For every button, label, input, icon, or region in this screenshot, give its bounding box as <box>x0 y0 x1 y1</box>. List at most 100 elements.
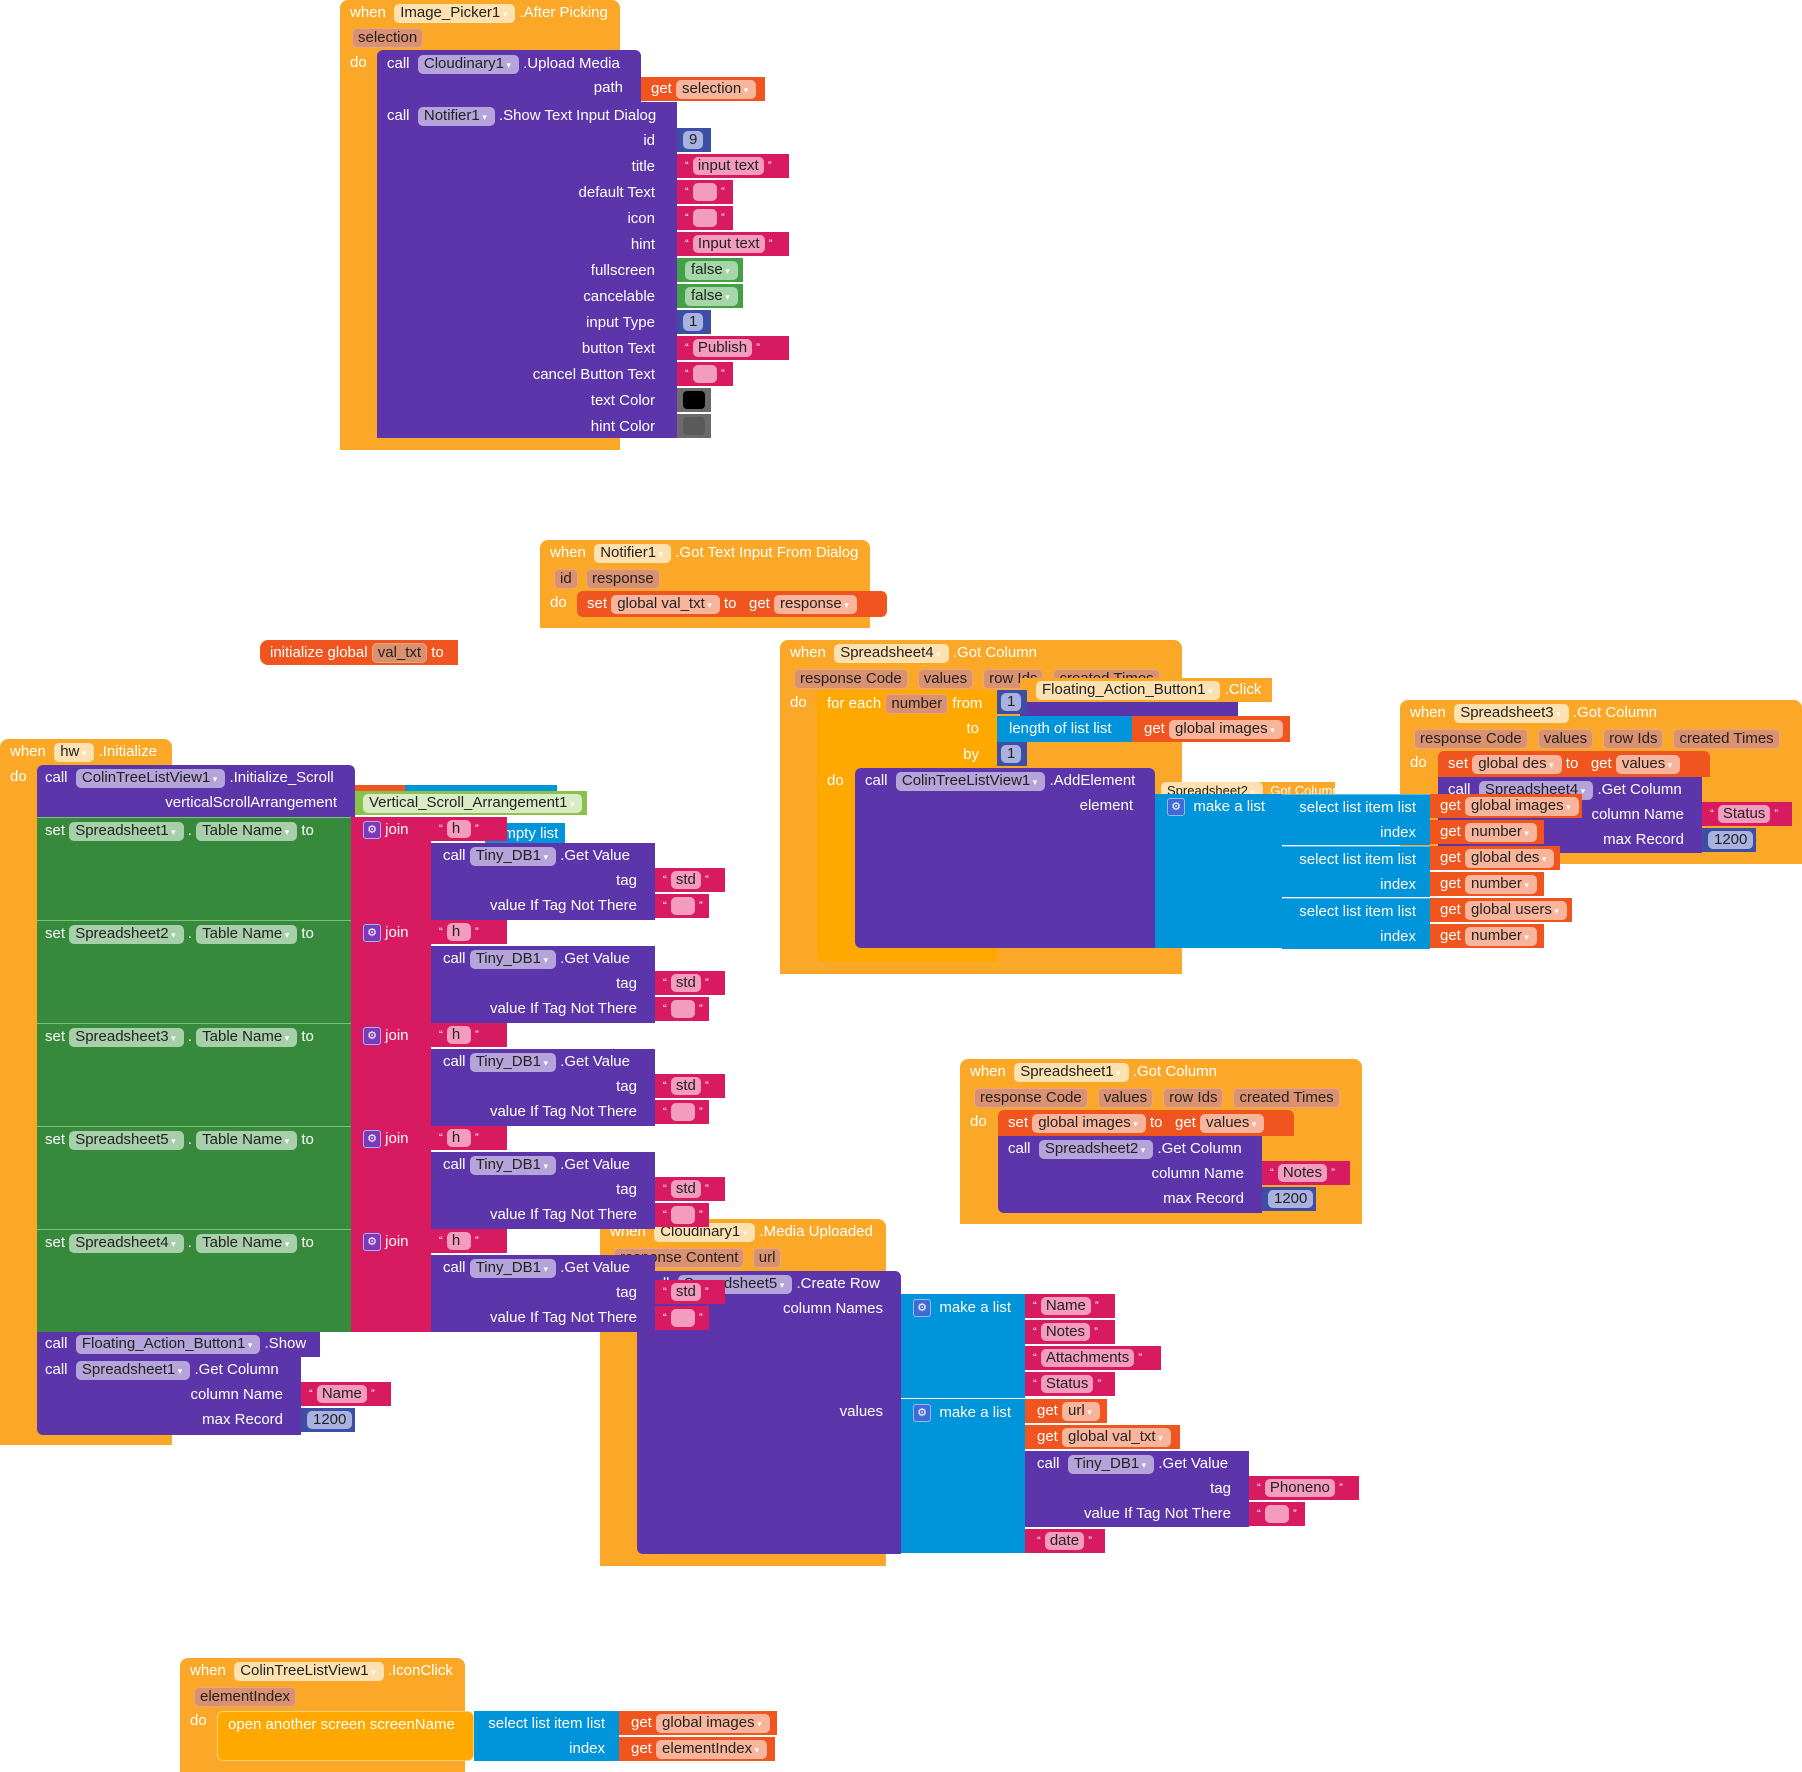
text-field[interactable] <box>670 1309 695 1328</box>
text-field[interactable]: Status <box>1040 1375 1094 1394</box>
component-dropdown[interactable]: Notifier1 <box>594 544 672 563</box>
event-notifier-got-text[interactable]: when Notifier1 .Got Text Input From Dial… <box>540 540 870 628</box>
logic-dropdown[interactable]: false <box>685 287 738 306</box>
var-dropdown[interactable]: global des <box>1465 849 1555 868</box>
component-dropdown[interactable]: ColinTreeListView1 <box>234 1662 384 1681</box>
call-tinydb-get-value-phoneno[interactable]: call Tiny_DB1 .Get Value tag value If Ta… <box>1025 1451 1249 1527</box>
text-notes[interactable]: “ Notes ” <box>1262 1161 1350 1185</box>
color-block[interactable] <box>677 414 711 438</box>
get-url[interactable]: get url <box>1025 1399 1107 1423</box>
var-dropdown[interactable]: number <box>1465 823 1537 842</box>
event-param[interactable]: row Ids <box>1603 729 1664 749</box>
event-param[interactable]: values <box>917 669 974 689</box>
text-block[interactable]: “ ” <box>677 180 733 204</box>
join-block[interactable]: ⚙ join <box>351 920 431 1023</box>
var-dropdown[interactable]: number <box>1465 927 1537 946</box>
number-block[interactable]: 1 <box>677 310 711 334</box>
text-column-name[interactable]: “ Name ” <box>1025 1294 1115 1318</box>
get-index[interactable]: get number <box>1430 872 1544 896</box>
text-field[interactable]: h <box>446 1026 471 1045</box>
logic-dropdown[interactable]: false <box>685 261 738 280</box>
text-field[interactable]: input text <box>692 157 764 176</box>
set-global-des[interactable]: set global des to get values <box>1438 751 1710 777</box>
set-global-val-txt[interactable]: set global val_txt to get response <box>577 591 887 617</box>
text-field[interactable]: std <box>670 871 701 890</box>
event-param[interactable]: response Code <box>1414 729 1528 749</box>
number-field[interactable]: 1200 <box>1268 1190 1314 1208</box>
text-field[interactable]: std <box>670 1077 701 1096</box>
var-dropdown[interactable]: global users <box>1465 901 1567 920</box>
get-global-val-txt[interactable]: get global val_txt <box>1025 1425 1180 1449</box>
set-property-block[interactable]: set Spreadsheet4 . Table Name to <box>37 1229 351 1332</box>
component-dropdown[interactable]: Spreadsheet1 <box>75 1361 191 1380</box>
select-list-item[interactable]: select list item list index <box>474 1711 619 1761</box>
text-column-name[interactable]: “ Status ” <box>1025 1372 1115 1396</box>
component-dropdown[interactable]: Tiny_DB1 <box>469 1053 557 1072</box>
component-dropdown[interactable]: Floating_Action_Button1 <box>75 1335 261 1354</box>
event-fab-click-hidden[interactable]: Floating_Action_Button1 .Click <box>1020 678 1272 702</box>
text-block[interactable]: “ Input text ” <box>677 232 789 256</box>
component-dropdown[interactable]: ColinTreeListView1 <box>895 772 1046 791</box>
text-block[interactable]: “ Publish ” <box>677 336 789 360</box>
param-selection[interactable]: selection <box>352 28 424 48</box>
var-dropdown[interactable]: number <box>1465 875 1537 894</box>
text-field[interactable]: std <box>670 974 701 993</box>
text-name[interactable]: “ Name ” <box>301 1382 391 1406</box>
call-show-text-input-dialog[interactable]: call Notifier1 .Show Text Input Dialog i… <box>377 102 677 438</box>
text-field[interactable]: Name <box>1040 1297 1091 1316</box>
var-dropdown[interactable]: values <box>1200 1114 1265 1133</box>
text-std[interactable]: “ std ” <box>655 1280 725 1304</box>
component-dropdown[interactable]: Notifier1 <box>417 107 495 126</box>
var-dropdown[interactable]: selection <box>676 80 757 99</box>
text-h[interactable]: “ h ” <box>431 920 507 944</box>
text-empty[interactable]: “ ” <box>655 997 709 1021</box>
event-param[interactable]: created Times <box>1233 1088 1340 1108</box>
vertical-scroll-arrangement-block[interactable]: Vertical_Scroll_Arrangement1 <box>355 791 587 815</box>
text-field[interactable] <box>692 183 717 202</box>
component-dropdown[interactable]: Vertical_Scroll_Arrangement1 <box>363 794 583 813</box>
text-field[interactable]: Publish <box>692 339 753 358</box>
global-name-field[interactable]: val_txt <box>371 643 428 663</box>
text-phoneno[interactable]: “ Phoneno ” <box>1249 1476 1359 1500</box>
component-dropdown[interactable]: hw <box>54 743 95 762</box>
set-property-block[interactable]: set Spreadsheet2 . Table Name to <box>37 920 351 1023</box>
component-dropdown[interactable]: Spreadsheet3 <box>1454 704 1569 723</box>
property-dropdown[interactable]: Table Name <box>196 1234 298 1253</box>
text-field[interactable]: std <box>670 1180 701 1199</box>
get-index[interactable]: get number <box>1430 924 1544 948</box>
text-column-name[interactable]: “ Notes ” <box>1025 1320 1115 1344</box>
component-dropdown[interactable]: Cloudinary1 <box>654 1223 756 1242</box>
param-element-index[interactable]: elementIndex <box>194 1687 297 1707</box>
text-field[interactable]: h <box>446 1129 471 1148</box>
logic-block[interactable]: false <box>677 258 743 282</box>
number-field[interactable]: 9 <box>683 131 704 149</box>
length-of-list[interactable]: length of list list <box>997 716 1132 742</box>
join-block[interactable]: ⚙ join <box>351 817 431 920</box>
text-field[interactable]: Attachments <box>1040 1349 1135 1368</box>
component-dropdown[interactable]: Spreadsheet4 <box>834 644 949 663</box>
text-h[interactable]: “ h ” <box>431 1023 507 1047</box>
get-global-images[interactable]: get global images <box>1132 716 1290 742</box>
event-param[interactable]: created Times <box>1673 729 1780 749</box>
get-list[interactable]: get global users <box>1430 898 1572 922</box>
gear-icon[interactable]: ⚙ <box>363 1130 381 1149</box>
event-param[interactable]: values <box>1097 1088 1154 1108</box>
gear-icon[interactable]: ⚙ <box>913 1404 931 1423</box>
component-dropdown[interactable]: Cloudinary1 <box>417 55 519 74</box>
component-dropdown[interactable]: Spreadsheet2 <box>1038 1140 1154 1159</box>
get-list[interactable]: get global des <box>1430 846 1560 870</box>
component-dropdown[interactable]: Spreadsheet2 <box>69 925 184 944</box>
number-from[interactable]: 1 <box>997 690 1027 714</box>
event-param[interactable]: values <box>1537 729 1594 749</box>
text-field[interactable]: std <box>670 1283 701 1302</box>
gear-icon[interactable]: ⚙ <box>363 1027 381 1046</box>
color-swatch[interactable] <box>683 417 705 435</box>
set-global-images[interactable]: set global images to get values <box>998 1110 1294 1136</box>
text-h[interactable]: “ h ” <box>431 817 507 841</box>
text-field[interactable]: Phoneno <box>1264 1479 1335 1498</box>
text-field[interactable]: h <box>446 1232 471 1251</box>
set-property-block[interactable]: set Spreadsheet1 . Table Name to <box>37 817 351 920</box>
